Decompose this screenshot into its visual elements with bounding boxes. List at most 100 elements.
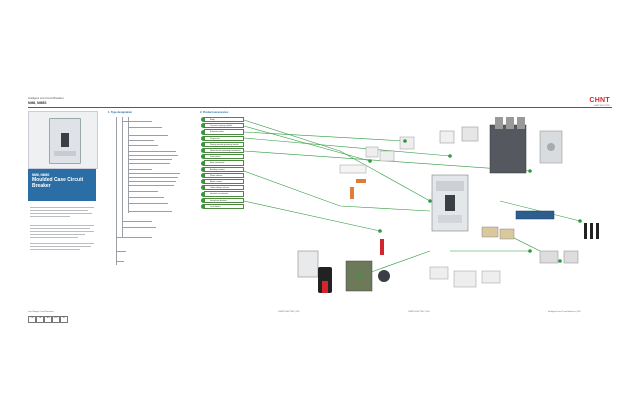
rotary-handle-illustration — [350, 179, 384, 255]
bracket-line — [128, 169, 152, 170]
text-line — [30, 213, 92, 215]
text-line — [30, 231, 94, 233]
callout-dot — [448, 154, 452, 158]
accessory-label: Rotary manual operating handle — [204, 141, 244, 147]
accessory-label: Motor driven operating mechanism — [204, 148, 244, 154]
bracket-line — [122, 221, 152, 222]
accessory-label: Lock device — [204, 203, 244, 209]
motor-mechanism-illustration — [297, 250, 390, 293]
mounting-plate-illustration — [539, 130, 563, 164]
cert-mark: UL — [60, 316, 68, 323]
bracket-line — [128, 145, 158, 146]
bracket-line — [128, 117, 129, 213]
accessory-bullet-icon — [201, 179, 206, 185]
main-breaker-illustration — [431, 174, 469, 232]
callout-dot — [358, 274, 362, 278]
bracket-line — [116, 251, 126, 252]
accessory-label: Interphase barriers — [204, 197, 244, 203]
text-line — [30, 246, 91, 248]
leader-lines — [243, 119, 581, 277]
bracket-line — [128, 211, 172, 212]
bracket-line — [128, 197, 164, 198]
bracket-line — [128, 185, 174, 186]
accessory-label: Terminal capacity shields — [204, 123, 244, 129]
text-line — [30, 249, 80, 251]
accessory-bullet-icon — [201, 141, 206, 147]
text-line — [30, 210, 88, 212]
accessory-label: Auxiliary contact — [204, 166, 244, 172]
type-designation-column: 1. Type designation — [108, 111, 194, 271]
accessory-bullet-icon — [201, 135, 206, 141]
text-line — [30, 207, 94, 209]
bracket-line — [116, 117, 117, 265]
accessory-label: Plug-in kits — [204, 135, 244, 141]
product-code: NM8, NM8S — [32, 173, 50, 177]
bracket-line — [128, 203, 168, 204]
category-label: Intelligent Low Circuit Breakers — [28, 97, 64, 100]
accessory-label: Front plates — [204, 154, 244, 160]
footer-mid: CHINT ELECTRIC | 001 — [278, 311, 300, 313]
callout-dot — [428, 199, 432, 203]
breaker-handle — [61, 133, 69, 147]
callout-dot — [558, 259, 562, 263]
callout-dot — [528, 249, 532, 253]
leader-line — [243, 137, 451, 157]
bracket-line — [128, 163, 170, 164]
bracket-line — [122, 227, 156, 228]
bracket-line — [128, 177, 178, 178]
accessory-label: Interlock mechanism — [204, 191, 244, 197]
accessory-label: Shunt release — [204, 172, 244, 178]
cert-mark: CE — [28, 316, 36, 323]
header-divider — [28, 107, 612, 108]
bracket-line — [116, 237, 152, 238]
text-line — [30, 225, 94, 227]
cert-mark: CB — [36, 316, 44, 323]
accessory-bullet-icon — [201, 160, 206, 166]
text-line — [30, 243, 94, 245]
bracket-line — [122, 117, 123, 237]
accessory-bullet-icon — [201, 191, 206, 197]
catalog-spread: Intelligent Low Circuit Breakers NM8, NM… — [28, 97, 612, 323]
accessory-bullet-icon — [201, 185, 206, 191]
bracket-line — [128, 159, 172, 160]
bracket-line — [116, 261, 124, 262]
accessory-bullet-icon — [201, 117, 206, 123]
logo-subtitle: CHINT ELECTRIC — [593, 105, 610, 107]
terminal-cover-illustration — [439, 126, 479, 144]
plug-in-base-illustration — [489, 117, 527, 174]
accessory-label: Undervoltage release — [204, 185, 244, 191]
cert-mark: ISO — [44, 316, 52, 323]
footer-left: Low Voltage Circuit Breakers — [28, 311, 54, 313]
accessory-label: Back connected — [204, 160, 244, 166]
accessory-diagram — [243, 117, 599, 293]
accessory-bullet-icon — [201, 166, 206, 172]
callout-dot — [378, 229, 382, 233]
product-photo — [28, 111, 98, 169]
model-title: NM8, NM8S — [28, 101, 47, 105]
callout-dots — [358, 139, 582, 278]
bracket-line — [128, 191, 158, 192]
accessory-bullet-icon — [201, 203, 206, 209]
shunt-release-illustration — [429, 266, 501, 288]
bracket-line — [128, 173, 180, 174]
accessory-label: Alarm contact — [204, 179, 244, 185]
callout-dot — [528, 169, 532, 173]
callout-dot — [403, 139, 407, 143]
footer-mid: CHINT ELECTRIC | 002 — [408, 311, 430, 313]
text-line — [30, 234, 85, 236]
leader-line — [243, 170, 431, 212]
type-designation-heading: 1. Type designation — [108, 111, 133, 114]
bracket-line — [122, 121, 152, 122]
callout-dot — [368, 159, 372, 163]
text-line — [30, 216, 70, 218]
accessory-bullet-icon — [201, 172, 206, 178]
cert-mark: CCC — [52, 316, 60, 323]
accessory-label: Body — [204, 117, 244, 123]
text-line — [30, 228, 90, 230]
callout-dot — [578, 219, 582, 223]
accessory-bullet-icon — [201, 197, 206, 203]
accessory-bullet-icon — [201, 129, 206, 135]
auxiliary-contact-illustration — [481, 210, 599, 264]
product-intro-column: NM8, NM8S Moulded Case Circuit Breaker C… — [28, 111, 98, 323]
